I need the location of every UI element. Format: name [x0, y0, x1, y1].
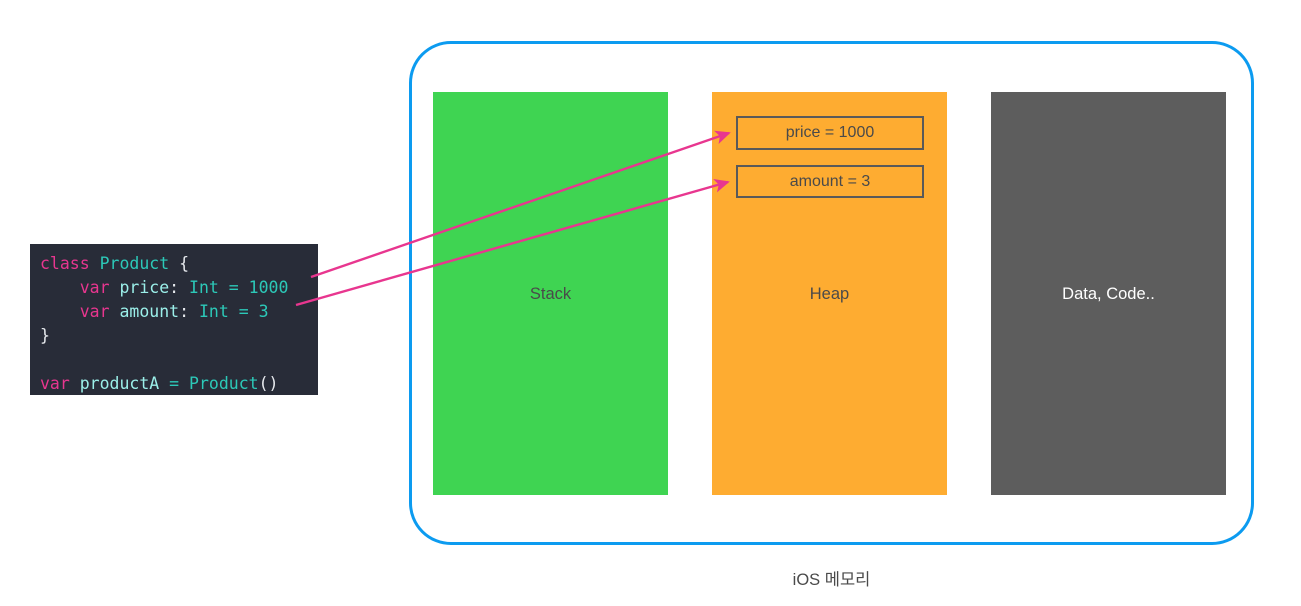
stack-label: Stack — [529, 284, 572, 303]
heap-object-price-label: price = 1000 — [785, 124, 875, 141]
code-token-plain: : — [169, 278, 190, 297]
code-token-type: Int — [189, 278, 219, 297]
code-price-line: var price: Int = 1000 — [40, 276, 318, 300]
heap-object-amount: amount = 3 — [736, 165, 924, 198]
code-token-plain: { — [169, 254, 190, 273]
memory-region-heap: Heap — [712, 92, 947, 495]
code-token-keyword: class — [40, 254, 100, 273]
code-token-keyword: var — [40, 374, 80, 393]
code-token-num: 1000 — [248, 278, 289, 297]
heap-object-amount-label: amount = 3 — [789, 172, 871, 190]
code-block: class Product { var price: Int = 1000 va… — [30, 244, 318, 395]
code-token-var: productA — [79, 374, 160, 393]
code-token-type: Product — [189, 374, 259, 393]
code-token-plain: () — [258, 374, 279, 393]
code-token-op: = — [218, 278, 249, 297]
code-token-var: price — [119, 278, 170, 297]
code-amount-line: var amount: Int = 3 — [40, 300, 318, 324]
heap-object-price: price = 1000 — [736, 116, 924, 150]
code-token-plain — [40, 278, 80, 297]
code-token-num: 3 — [258, 302, 269, 321]
code-line-3: } — [40, 324, 318, 348]
code-token-var: amount — [119, 302, 180, 321]
diagram-caption: iOS 메모리 — [792, 571, 871, 589]
code-token-type: Int — [198, 302, 229, 321]
code-token-plain: : — [179, 302, 199, 321]
code-token-op: = — [159, 374, 190, 393]
data-code-label: Data, Code.. — [1062, 284, 1155, 303]
memory-region-stack: Stack — [433, 92, 668, 495]
heap-label: Heap — [809, 284, 850, 303]
code-line-5: var productA = Product() — [40, 372, 318, 396]
code-line-0: class Product { — [40, 252, 318, 276]
code-token-keyword: var — [79, 278, 120, 297]
code-line-4 — [40, 348, 318, 372]
code-token-plain — [40, 302, 80, 321]
code-token-op: = — [228, 302, 259, 321]
memory-region-data-code: Data, Code.. — [991, 92, 1226, 495]
code-token-keyword: var — [79, 302, 120, 321]
code-token-type: Product — [99, 254, 170, 273]
code-token-plain: } — [40, 326, 50, 345]
